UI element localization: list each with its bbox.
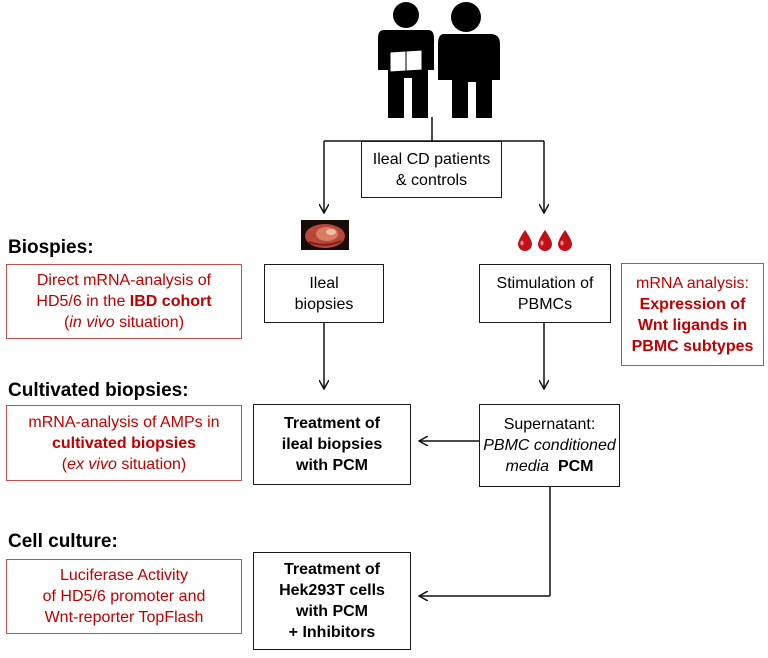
mrna-wnt-line4: PBMC subtypes	[631, 337, 754, 355]
treat-biopsies-line3: with PCM	[296, 457, 368, 474]
box-treatment-cells: Treatment of Hek293T cells with PCM + In…	[253, 552, 411, 650]
luciferase-line2: of HD5/6 promoter and	[42, 588, 206, 605]
stimulation-line2: PBMCs	[517, 295, 573, 313]
mrna-wnt-line2: Expression of	[639, 295, 746, 313]
patients-line2: & controls	[395, 171, 468, 189]
section-biopsies: Biospies:	[8, 237, 94, 258]
mrna-wnt-line1: mRNA analysis:	[636, 274, 749, 292]
supernatant-line2: PBMC conditioned	[483, 437, 616, 454]
section-cultivated: Cultivated biopsies:	[8, 380, 189, 401]
patients-line1: Ileal CD patients	[372, 150, 491, 168]
treat-biopsies-line2: ileal biopsies	[281, 436, 383, 453]
people-icon	[378, 2, 500, 118]
mrna-amps-line1: mRNA-analysis of AMPs in	[28, 413, 220, 431]
stimulation-line1: Stimulation of	[496, 274, 594, 292]
ileal-line1: Ileal	[309, 274, 339, 292]
luciferase-line1: Luciferase Activity	[59, 567, 189, 584]
box-treatment-biopsies: Treatment of ileal biopsies with PCM	[253, 404, 411, 485]
box-mrna-wnt: mRNA analysis: Expression of Wnt ligands…	[621, 263, 764, 366]
luciferase-line3: Wnt-reporter TopFlash	[44, 609, 204, 626]
treat-cells-line3: with PCM	[296, 603, 368, 620]
section-cell-culture: Cell culture:	[8, 531, 118, 552]
supernatant-line1: Supernatant:	[503, 416, 596, 433]
box-ileal-biopsies: Ileal biopsies	[264, 264, 384, 323]
direct-mrna-line1: Direct mRNA-analysis of	[36, 272, 212, 289]
direct-mrna-line3: (in vivo situation)	[63, 314, 185, 331]
patients-box: Ileal CD patients & controls	[361, 141, 502, 198]
blood-drops-icon	[518, 230, 572, 251]
treat-cells-line4: + Inhibitors	[288, 624, 376, 641]
mrna-amps-line2: cultivated biopsies	[51, 434, 197, 452]
treat-biopsies-line1: Treatment of	[283, 415, 380, 432]
direct-mrna-line2: HD5/6 in the IBD cohort	[36, 293, 212, 310]
treat-cells-line2: Hek293T cells	[279, 582, 385, 599]
box-mrna-amps: mRNA-analysis of AMPs in cultivated biop…	[6, 405, 242, 481]
treat-cells-line1: Treatment of	[283, 561, 380, 578]
supernatant-line3: media PCM	[505, 458, 594, 475]
box-supernatant: Supernatant: PBMC conditioned media PCM	[479, 404, 620, 487]
endoscopy-image	[301, 220, 349, 250]
box-stimulation: Stimulation of PBMCs	[479, 264, 611, 323]
box-luciferase: Luciferase Activity of HD5/6 promoter an…	[6, 559, 242, 634]
mrna-wnt-line3: Wnt ligands in	[637, 316, 748, 334]
mrna-amps-line3: (ex vivo situation)	[61, 455, 187, 473]
box-direct-mrna: Direct mRNA-analysis of HD5/6 in the IBD…	[6, 264, 242, 339]
ileal-line2: biopsies	[294, 295, 354, 313]
